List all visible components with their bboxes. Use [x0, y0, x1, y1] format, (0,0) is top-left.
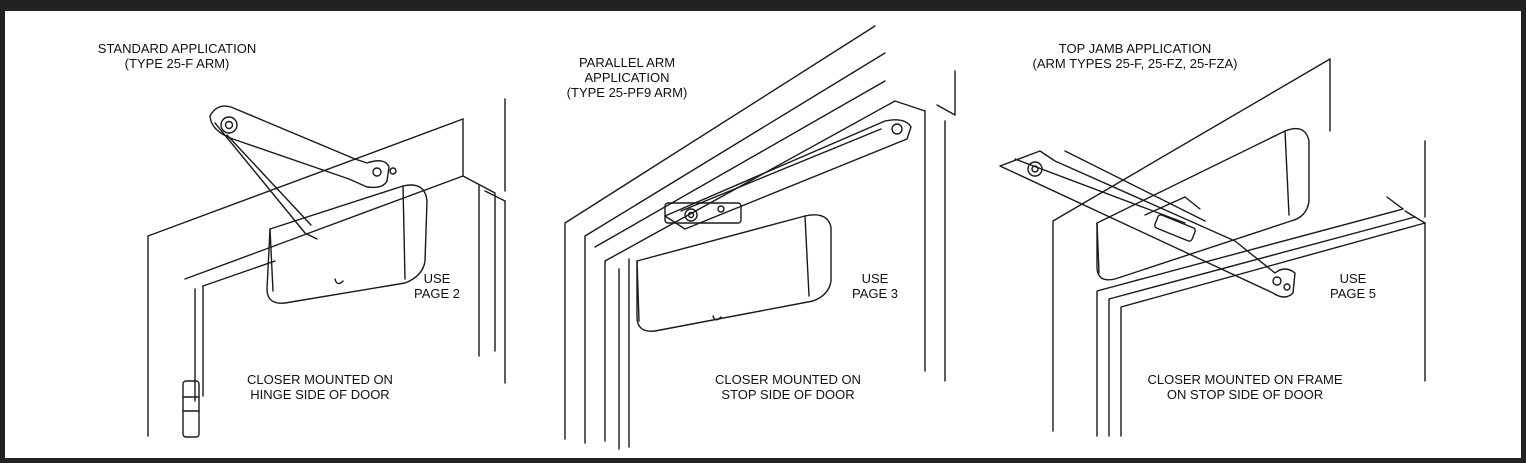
page-reference: PAGE 5	[1329, 286, 1376, 301]
title-line: (TYPE 25-PF9 ARM)	[566, 85, 688, 100]
parallel-arm-use-note: USE PAGE 3	[845, 271, 905, 301]
use-line: USE	[423, 271, 451, 286]
title-line: APPLICATION	[584, 70, 670, 85]
title-line: PARALLEL ARM	[578, 55, 676, 70]
title-line: TOP JAMB APPLICATION	[1058, 41, 1212, 56]
use-line: USE	[861, 271, 889, 286]
top-jamb-caption: CLOSER MOUNTED ON FRAME ON STOP SIDE OF …	[1135, 372, 1355, 402]
top-jamb-use-note: USE PAGE 5	[1323, 271, 1383, 301]
standard-application-use-note: USE PAGE 2	[407, 271, 467, 301]
standard-application-illustration	[147, 98, 506, 438]
title-line: STANDARD APPLICATION	[97, 41, 257, 56]
caption-line: ON STOP SIDE OF DOOR	[1166, 387, 1324, 402]
caption-line: CLOSER MOUNTED ON	[247, 372, 393, 387]
top-jamb-illustration	[999, 58, 1426, 437]
title-line: (ARM TYPES 25-F, 25-FZ, 25-FZA)	[1032, 56, 1238, 71]
caption-line: CLOSER MOUNTED ON	[715, 372, 861, 387]
title-line: (TYPE 25-F ARM)	[124, 56, 230, 71]
page-reference: PAGE 3	[851, 286, 898, 301]
parallel-arm-title: PARALLEL ARM APPLICATION (TYPE 25-PF9 AR…	[557, 55, 697, 100]
page-reference: PAGE 2	[413, 286, 460, 301]
standard-application-title: STANDARD APPLICATION (TYPE 25-F ARM)	[87, 41, 267, 71]
use-line: USE	[1339, 271, 1367, 286]
top-jamb-title: TOP JAMB APPLICATION (ARM TYPES 25-F, 25…	[1015, 41, 1255, 71]
door-closer-illustrations	[147, 25, 1426, 450]
caption-line: STOP SIDE OF DOOR	[721, 387, 855, 402]
caption-line: HINGE SIDE OF DOOR	[250, 387, 390, 402]
caption-line: CLOSER MOUNTED ON FRAME	[1147, 372, 1343, 387]
standard-application-caption: CLOSER MOUNTED ON HINGE SIDE OF DOOR	[230, 372, 410, 402]
parallel-arm-illustration	[564, 25, 956, 450]
parallel-arm-caption: CLOSER MOUNTED ON STOP SIDE OF DOOR	[703, 372, 873, 402]
